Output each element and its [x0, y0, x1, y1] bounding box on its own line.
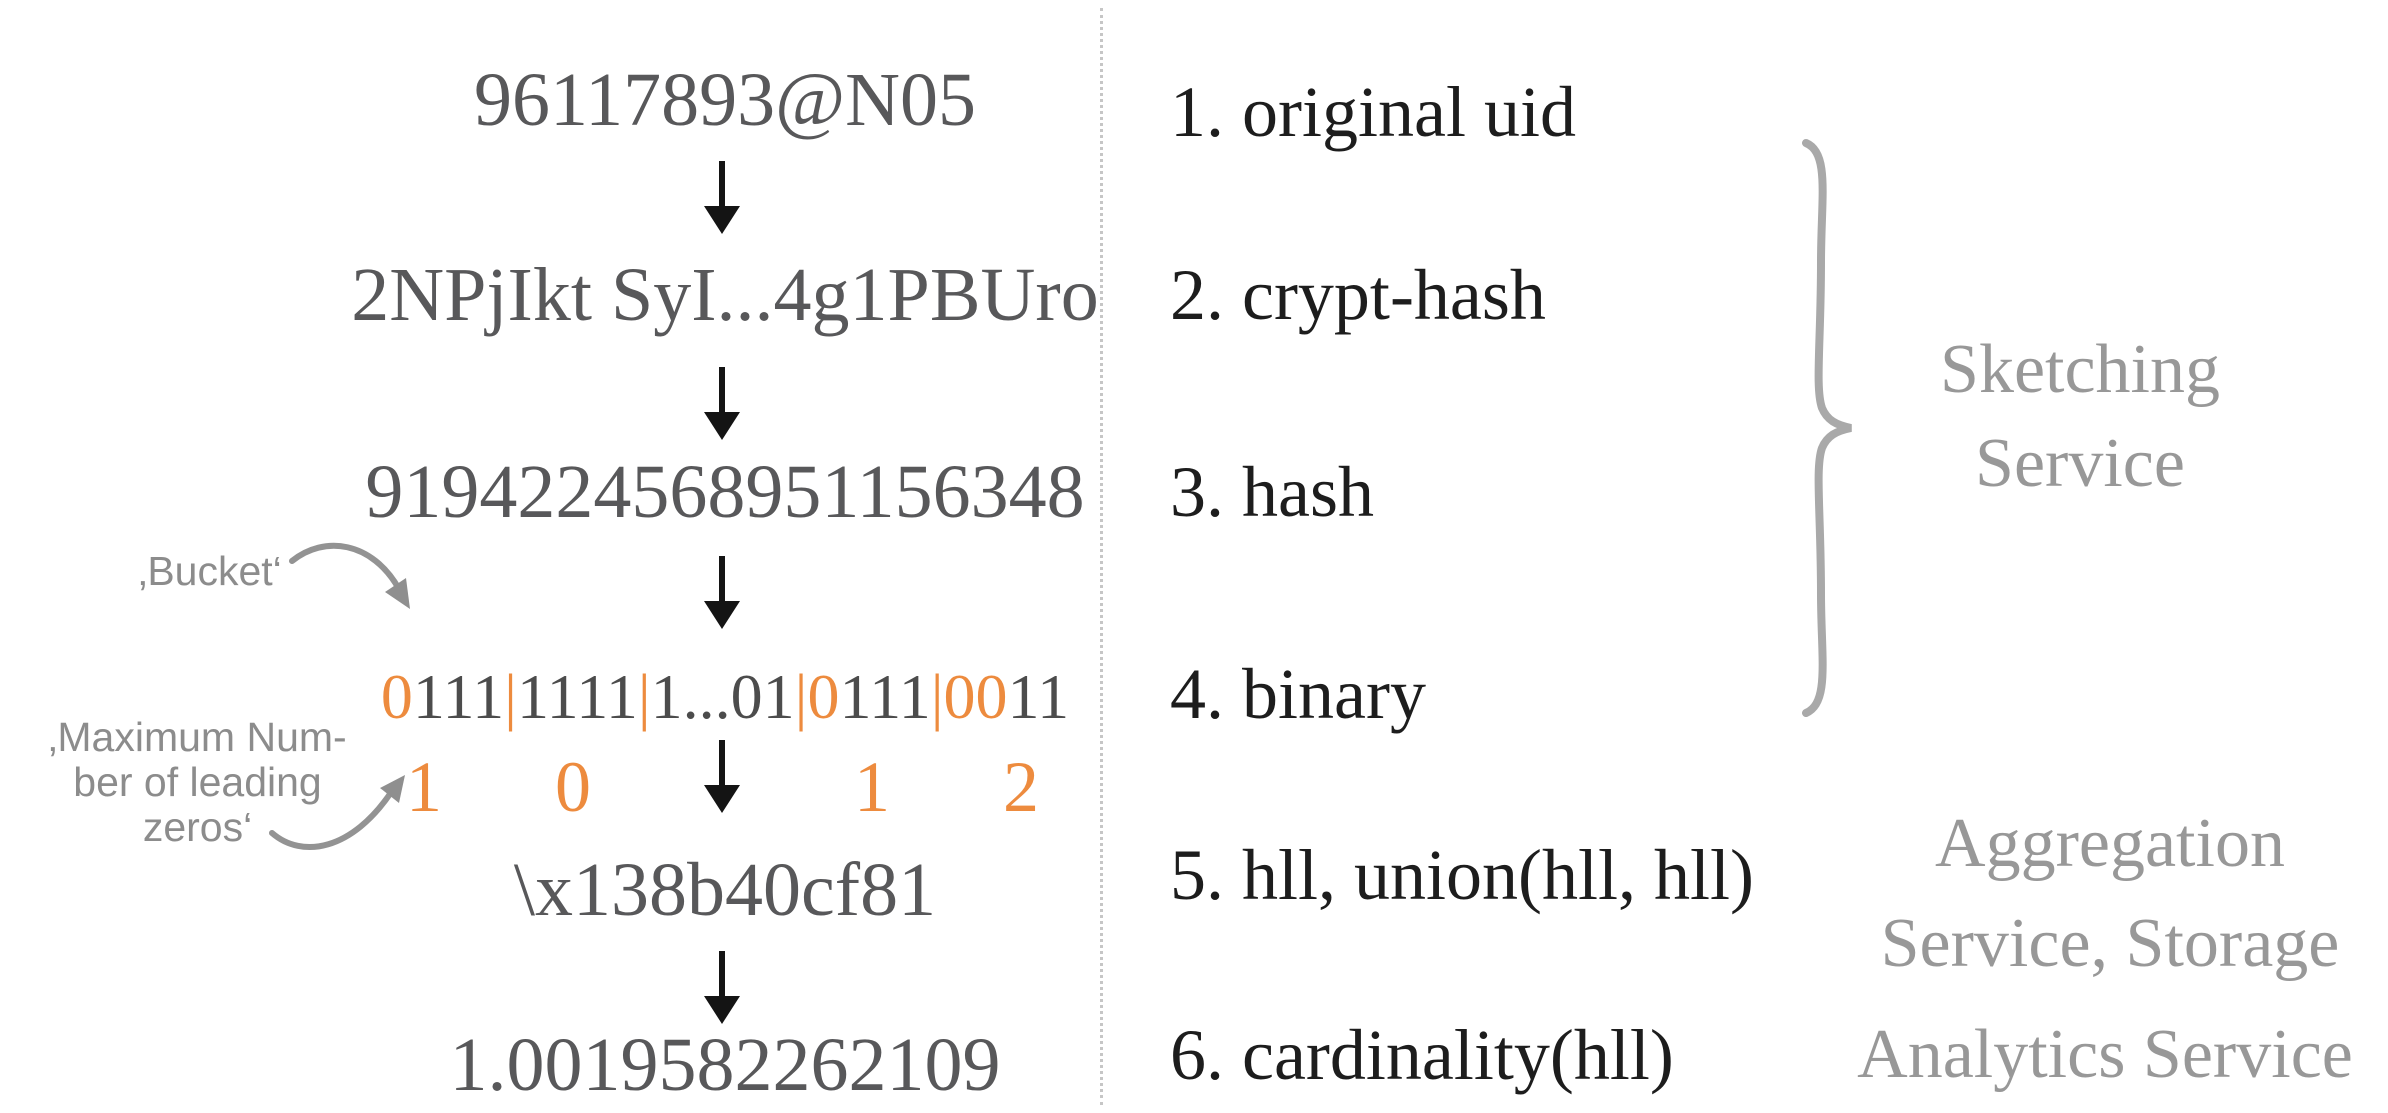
service-line: Service, Storage — [1880, 905, 2340, 982]
arrow-head — [704, 996, 740, 1024]
sketching-brace — [1802, 139, 1852, 717]
step-label-crypt-hash: 2. crypt-hash — [1170, 255, 1546, 335]
annotation-line: zeros‘ — [142, 804, 253, 850]
dotted-divider-line — [1100, 8, 1103, 1105]
arrow-head — [704, 412, 740, 440]
arrow-stem — [719, 367, 725, 414]
value-hash: 9194224568951156348 — [365, 450, 1085, 534]
max-zeros-arrow-head — [380, 775, 405, 803]
analytics-service-label: Analytics Service — [1857, 1016, 2353, 1093]
step-label-original-uid: 1. original uid — [1170, 72, 1576, 152]
arrow-stem — [719, 161, 725, 208]
step-label-binary: 4. binary — [1170, 654, 1426, 734]
arrow-head — [704, 206, 740, 234]
bucket-value-1: 1 — [406, 747, 442, 827]
annotation-line: ‚Maximum Num- — [48, 714, 347, 760]
value-hll-sketch: \x138b40cf81 — [513, 848, 937, 932]
service-line: Service — [1975, 425, 2185, 502]
service-line: Sketching — [1940, 331, 2220, 408]
max-leading-zeros-annotation: ‚Maximum Num- ber of leading zeros‘ — [20, 715, 375, 850]
binary-segment: 0 — [380, 661, 413, 732]
arrow-stem — [719, 740, 725, 787]
value-cardinality: 1.0019582262109 — [449, 1023, 1001, 1107]
bucket-value-2: 0 — [555, 747, 591, 827]
binary-segment: 111 — [412, 661, 505, 732]
binary-segment: 00 — [943, 661, 1008, 732]
bucket-separator-bar: | — [637, 661, 651, 732]
bucket-value-4: 2 — [1003, 747, 1039, 827]
binary-segment: 0 — [807, 661, 840, 732]
arrow-head — [704, 601, 740, 629]
value-binary: 0111|1111|1...01|0111|0011 — [330, 665, 1120, 729]
value-crypt-hash: 2NPjIkt SyI...4g1PBUro — [351, 253, 1099, 337]
arrow-head — [704, 785, 740, 813]
step-label-hll-union: 5. hll, union(hll, hll) — [1170, 835, 1754, 915]
sketching-service-label: Sketching Service — [1860, 323, 2300, 511]
value-original-uid: 96117893@N05 — [473, 58, 977, 142]
bucket-separator-bar: | — [504, 661, 517, 732]
bucket-separator-bar: | — [794, 661, 808, 732]
binary-segment: 1111 — [516, 661, 638, 732]
binary-segment: 11 — [1007, 661, 1070, 732]
annotation-line: ber of leading — [73, 759, 322, 805]
bucket-separator-bar: | — [930, 661, 944, 732]
step-label-cardinality: 6. cardinality(hll) — [1170, 1015, 1674, 1095]
step-label-hash: 3. hash — [1170, 452, 1374, 532]
arrow-stem — [719, 951, 725, 998]
aggregation-service-label: Aggregation Service, Storage — [1850, 794, 2370, 994]
binary-segment: 111 — [839, 661, 931, 732]
bucket-arrow-head — [385, 578, 410, 609]
service-line: Aggregation — [1935, 805, 2285, 882]
arrow-stem — [719, 556, 725, 603]
binary-segment: 1...01 — [650, 661, 795, 732]
bucket-annotation: ‚Bucket‘ — [138, 548, 282, 594]
bucket-value-3: 1 — [854, 747, 890, 827]
